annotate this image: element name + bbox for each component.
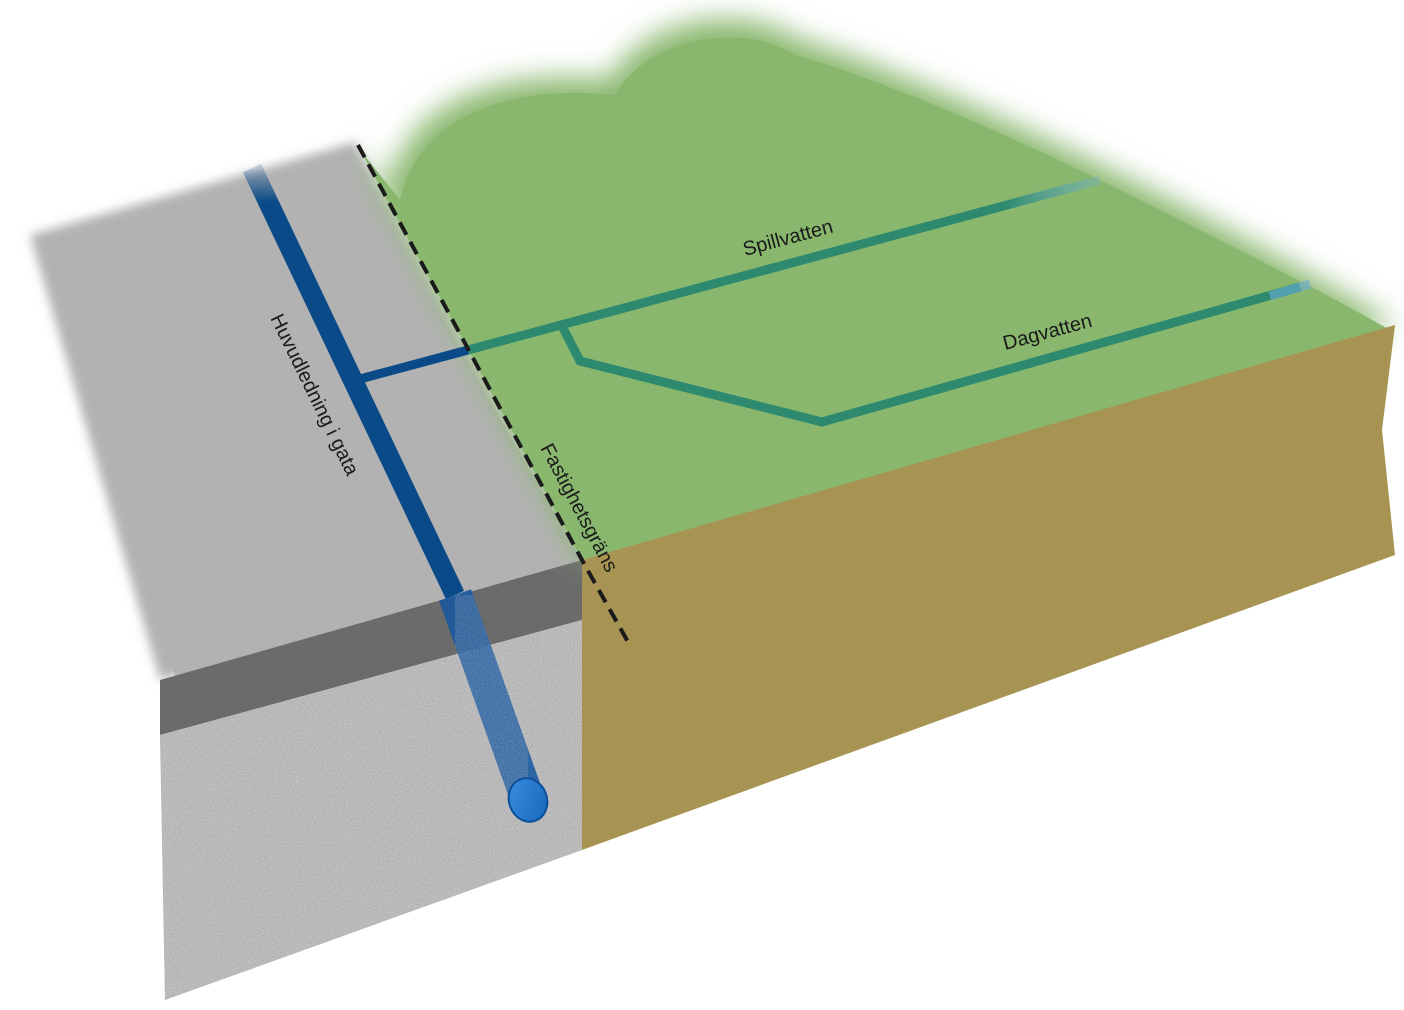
gravel-texture (160, 620, 582, 1000)
pipe-end (507, 777, 549, 823)
service-connection (358, 345, 470, 384)
stormwater-fade (1268, 279, 1312, 301)
soil-block (582, 325, 1395, 850)
property-boundary-line (356, 144, 630, 643)
lawn-area (355, 19, 1395, 561)
street-surface-core (60, 160, 582, 676)
street-edge (160, 560, 582, 735)
main-pipe (242, 163, 545, 806)
wastewater-line (466, 175, 1102, 355)
stormwater-line (558, 282, 1302, 427)
